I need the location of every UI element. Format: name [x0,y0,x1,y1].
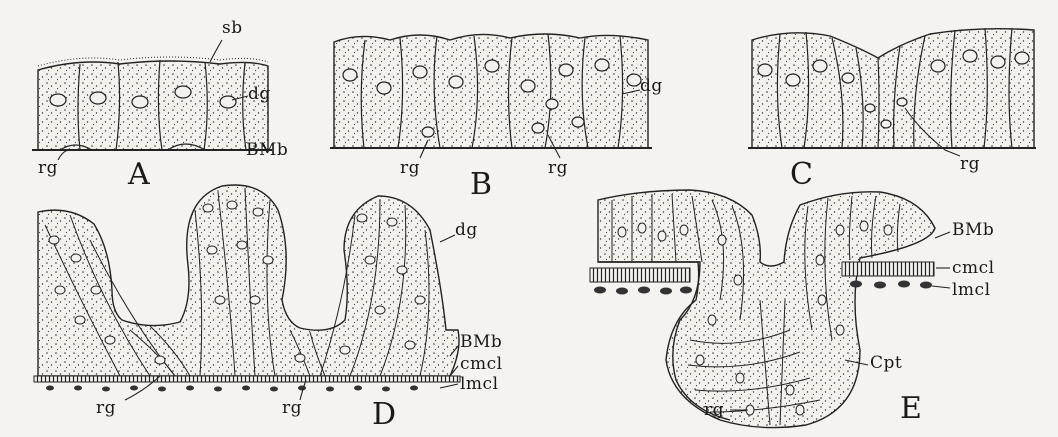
panel-label-e: E [900,394,922,424]
label-bmb-e: BMb [952,222,994,239]
panel-d-epithelium [34,185,460,392]
label-dg-b: dg [640,78,663,95]
label-rg-e: rg [704,402,724,419]
label-dg-d: dg [455,222,478,239]
label-rg-b1: rg [400,160,420,177]
panel-a-epithelium [32,57,272,150]
label-rg-c: rg [960,156,980,173]
label-rg-d2: rg [282,400,302,417]
panel-c-epithelium [748,28,1036,148]
label-cmcl-e: cmcl [952,260,995,277]
panel-label-a: A [128,160,150,190]
panel-label-c: C [790,160,813,190]
label-lmcl-d: lmcl [460,376,499,393]
label-lmcl-e: lmcl [952,282,991,299]
label-cpt: Cpt [870,355,902,372]
label-dg-a: dg [248,86,271,103]
label-bmb-a: BMb [246,142,288,159]
panel-b-epithelium [330,34,652,148]
panel-label-b: B [470,170,492,200]
label-cmcl-d: cmcl [460,356,503,373]
label-bmb-d: BMb [460,334,502,351]
label-rg-a: rg [38,160,58,177]
label-rg-d1: rg [96,400,116,417]
label-sb: sb [222,20,243,37]
label-rg-b2: rg [548,160,568,177]
panel-e-epithelium [590,190,935,428]
panel-label-d: D [372,400,396,430]
